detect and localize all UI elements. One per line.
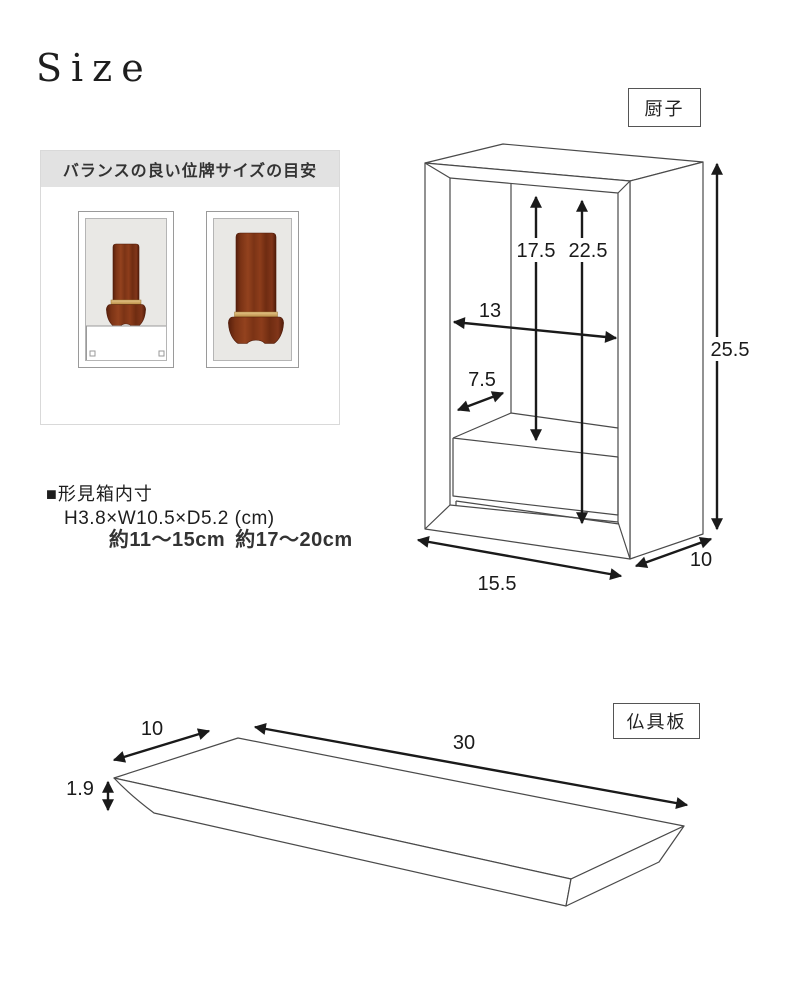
- cabinet-dimension-labels: 17.5 22.5 13 7.5 25.5 15.5 10: [468, 240, 749, 595]
- ihai-photo-small: [78, 211, 174, 368]
- ihai-large-graphic: [228, 232, 284, 344]
- cabinet-front-face: [424, 162, 631, 560]
- keepsake-box-dimensions: H3.8×W10.5×D5.2 (cm): [64, 508, 275, 529]
- keepsake-box-front: [452, 438, 619, 516]
- shelf-corner-left: [89, 350, 96, 357]
- board-outline: [113, 737, 685, 907]
- arrow-inner-width: [452, 317, 618, 343]
- ihai-photo-large: [206, 211, 299, 368]
- bottom-sill: [455, 500, 620, 525]
- page-title: Size: [36, 46, 153, 90]
- cabinet-diagram: 17.5 22.5 13 7.5 25.5 15.5 10: [416, 143, 755, 595]
- cabinet-tag-text: 厨子: [644, 98, 685, 119]
- ihai-caption-large: 約17〜20cm: [235, 529, 353, 551]
- dim-outer-depth: 10: [690, 549, 712, 571]
- dim-inner-depth: 7.5: [468, 369, 496, 391]
- dim-outer-height: 25.5: [711, 339, 750, 361]
- dim-inner-width: 13: [479, 300, 501, 322]
- arrow-board-length: [253, 723, 689, 809]
- ihai-photo-large-inner: [213, 218, 292, 361]
- ihai-size-guide-panel: バランスの良い位牌サイズの目安: [40, 150, 352, 551]
- keepsake-box-heading: ■形見箱内寸: [46, 484, 153, 504]
- cabinet-outline: [424, 143, 704, 560]
- arrow-outer-width: [416, 535, 623, 581]
- arrow-inner-depth: [456, 391, 505, 412]
- frame-bevels: [424, 162, 631, 560]
- dim-inner-height-full: 22.5: [569, 240, 608, 262]
- label-backplates: [463, 238, 755, 389]
- ihai-photo-small-inner: [85, 218, 167, 361]
- board-dimension-labels: 10 30 1.9: [66, 718, 475, 800]
- cabinet-tag-label: 厨子: [628, 88, 701, 127]
- dim-board-depth: 10: [141, 718, 163, 740]
- cabinet-right-face: [629, 161, 704, 560]
- dim-board-length: 30: [453, 732, 475, 754]
- board-dimension-arrows: [102, 723, 689, 812]
- ihai-panel-header: バランスの良い位牌サイズの目安: [41, 151, 339, 187]
- board-right-bevel: [565, 825, 685, 907]
- ihai-caption-small: 約11〜15cm: [108, 529, 226, 551]
- ihai-small-graphic: [86, 243, 166, 360]
- arrow-board-depth: [112, 728, 211, 763]
- board-diagram: 10 30 1.9: [66, 718, 689, 907]
- dim-board-thickness: 1.9: [66, 778, 94, 800]
- dim-inner-height-to-box: 17.5: [517, 240, 556, 262]
- shelf-corner-right: [158, 350, 165, 357]
- board-front-bevel: [113, 777, 572, 907]
- dim-outer-width: 15.5: [478, 573, 517, 595]
- arrow-outer-depth: [634, 537, 713, 568]
